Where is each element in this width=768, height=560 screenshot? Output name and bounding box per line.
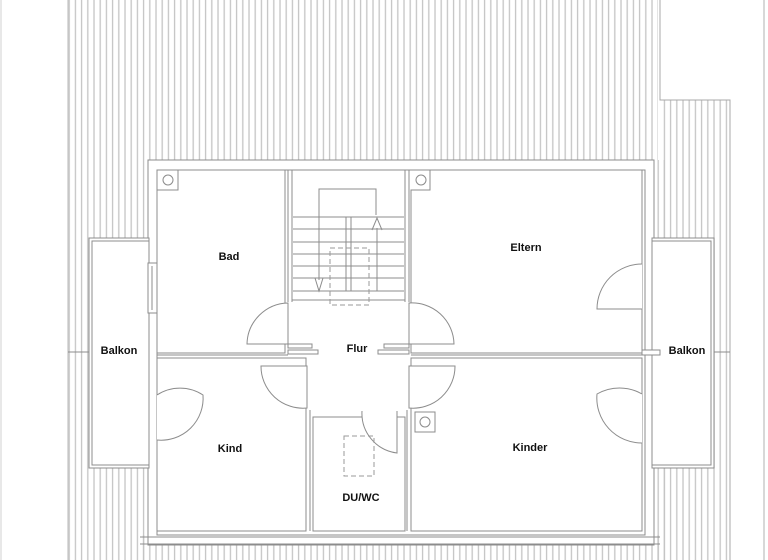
chimney-bad-icon xyxy=(162,174,174,186)
room-label-balkon-right: Balkon xyxy=(668,345,706,357)
chimney-eltern-icon xyxy=(415,174,427,186)
shower-tray xyxy=(343,435,375,477)
room-label-du-wc: DU/WC xyxy=(342,492,380,504)
window-bad xyxy=(147,262,158,314)
chimneys xyxy=(162,174,436,433)
room-label-kinder: Kinder xyxy=(512,442,548,454)
room-label-eltern: Eltern xyxy=(510,242,542,254)
staircase xyxy=(293,188,404,306)
room-label-balkon-left: Balkon xyxy=(100,345,138,357)
stair-up-arrow-icon xyxy=(371,216,383,231)
doors xyxy=(156,263,661,454)
room-label-kind: Kind xyxy=(217,443,243,455)
interior-walls xyxy=(140,170,660,545)
balcony-left xyxy=(68,237,150,469)
stair-down-arrow-icon xyxy=(314,277,324,293)
room-label-bad: Bad xyxy=(218,251,240,263)
room-label-flur: Flur xyxy=(346,343,368,355)
